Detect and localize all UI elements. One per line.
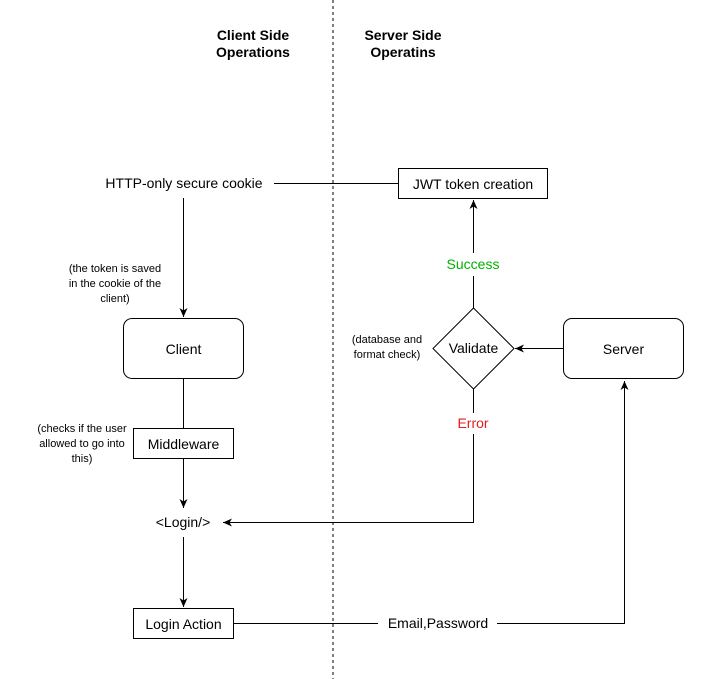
node-server-label: Server [602, 340, 645, 357]
note-checks-line-2: allowed to go into [39, 438, 125, 450]
note-token-saved: (the token is saved in the cookie of the… [55, 262, 175, 307]
edge-credentials-to-server [497, 381, 629, 624]
client-header-line-2: Operations [216, 44, 290, 60]
node-middleware-label: Middleware [147, 435, 220, 452]
node-client-label: Client [165, 340, 202, 357]
note-token-saved-line-3: client) [100, 293, 130, 305]
note-checks-line-1: (checks if the user [37, 423, 127, 435]
server-lane-header: Server Side Operatins [343, 27, 463, 61]
client-header-line-1: Client Side [216, 27, 290, 43]
note-checks-user: (checks if the user allowed to go into t… [22, 422, 142, 467]
edge-label-error: Error [457, 415, 489, 431]
validate-diamond [432, 307, 515, 390]
node-jwt-token-creation: JWT token creation [398, 168, 548, 199]
note-checks-line-3: this) [71, 453, 93, 465]
node-middleware: Middleware [133, 428, 234, 459]
node-login: <Login/> [155, 514, 211, 530]
note-database-check: (database and format check) [342, 333, 432, 363]
edge-label-credentials: Email,Password [387, 615, 489, 631]
server-header-line-2: Operatins [370, 44, 436, 60]
note-token-saved-line-1: (the token is saved [68, 263, 162, 275]
node-login-action: Login Action [133, 608, 234, 639]
node-client: Client [123, 318, 244, 379]
note-token-saved-line-2: in the cookie of the [68, 278, 162, 290]
server-header-line-1: Server Side [364, 27, 442, 43]
node-jwt-label: JWT token creation [412, 175, 534, 192]
client-lane-header: Client Side Operations [193, 27, 313, 61]
node-validate: Validate [448, 340, 499, 356]
edge-label-success: Success [446, 256, 500, 272]
edge-error-to-login [223, 434, 474, 527]
note-db-line-2: format check) [353, 349, 421, 361]
node-http-only-cookie: HTTP-only secure cookie [105, 175, 263, 191]
note-db-line-1: (database and [351, 334, 423, 346]
node-login-action-label: Login Action [145, 615, 222, 632]
node-server: Server [563, 318, 684, 379]
